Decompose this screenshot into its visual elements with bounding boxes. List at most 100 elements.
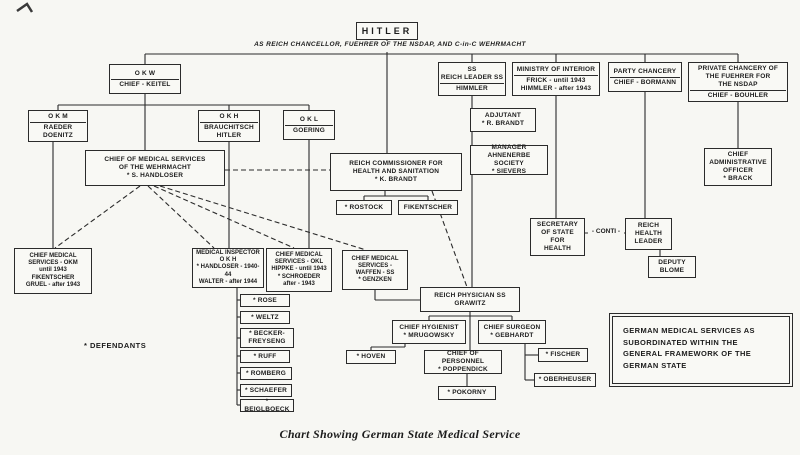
- node-okl: O K L GOERING: [283, 110, 335, 140]
- node-romberg-body: * ROMBERG: [242, 370, 290, 378]
- text-line: GOERING: [292, 126, 326, 134]
- text-line: DEPUTY: [658, 259, 686, 266]
- text-line: GENERAL FRAMEWORK OF THE: [623, 349, 752, 358]
- text-line: WALTER - after 1944: [198, 278, 258, 285]
- text-line: FRICK - until 1943: [526, 76, 586, 84]
- text-line: * BECKER-: [249, 330, 285, 337]
- node-chief-hygienist-body: CHIEF HYGIENIST* MRUGOWSKY: [394, 324, 464, 340]
- text-line: FIKENTSCHER: [403, 203, 453, 211]
- text-line: * SCHROEDER: [277, 273, 321, 280]
- text-line: * POKORNY: [447, 389, 487, 396]
- node-fikentscher-body: FIKENTSCHER: [400, 204, 456, 212]
- text-line: until 1943: [39, 267, 67, 274]
- text-line: * ROMBERG: [245, 369, 287, 377]
- text-line: AHNENERBE SOCIETY: [487, 152, 531, 167]
- text-line: * OBERHEUSER: [538, 376, 592, 383]
- node-chief-personnel-body: CHIEF OF PERSONNEL* POPPENDICK: [426, 350, 500, 374]
- text-line: * SIEVERS: [491, 168, 527, 175]
- text-line: THE FUEHRER FOR: [705, 72, 771, 80]
- text-line: MEDICAL INSPECTOR: [196, 250, 260, 256]
- node-chief-surgeon: CHIEF SURGEON* GEBHARDT: [478, 320, 546, 344]
- node-fischer: * FISCHER: [538, 348, 588, 362]
- node-oberheuser-body: * OBERHEUSER: [536, 376, 594, 384]
- text-line: SERVICES - OKM: [28, 260, 78, 267]
- text-line: HEALTH AND SANITATION: [352, 168, 440, 175]
- node-fischer-body: * FISCHER: [540, 351, 586, 359]
- text-line: PRIVATE CHANCERY OF: [697, 64, 779, 72]
- text-line: * R. BRANDT: [481, 120, 525, 127]
- text-line: FOR: [550, 237, 565, 244]
- text-line: after - 1943: [283, 280, 315, 287]
- text-line: MANAGER: [491, 144, 527, 151]
- text-line: RAEDER: [43, 123, 73, 131]
- text-line: REICH LEADER SS: [440, 73, 504, 81]
- node-schaefer: * SCHAEFER: [240, 384, 292, 397]
- node-private-chancery-body: CHIEF - BOUHLER: [690, 92, 786, 100]
- text-line: * S. HANDLOSER: [126, 172, 184, 179]
- node-beiglboeck: * BEIGLBOECK: [240, 398, 294, 414]
- node-hoven-body: * HOVEN: [348, 353, 394, 361]
- text-line: O K H: [219, 257, 237, 264]
- text-line: GERMAN STATE: [623, 360, 687, 370]
- node-adjutant: ADJUTANT* R. BRANDT: [470, 108, 536, 132]
- node-weltz-body: * WELTZ: [242, 314, 288, 322]
- text-line: FREYSENG: [248, 338, 286, 345]
- text-line: DOENITZ: [43, 131, 73, 139]
- node-party-chancery: PARTY CHANCERY CHIEF - BORMANN: [608, 62, 682, 92]
- text-line: GERMAN MEDICAL SERVICES AS: [623, 326, 755, 335]
- node-chief-surgeon-body: CHIEF SURGEON* GEBHARDT: [480, 324, 544, 340]
- text-line: REICH: [637, 222, 660, 229]
- text-line: HITLER: [216, 131, 242, 139]
- text-line: LEADER: [634, 238, 663, 245]
- conti-label: - CONTI -: [588, 228, 624, 237]
- text-line: * BRACK: [723, 175, 753, 182]
- node-ruff-body: * RUFF: [242, 353, 288, 361]
- text-line: * ROSE: [253, 296, 277, 304]
- text-line: * SCHAEFER: [244, 386, 288, 394]
- chart-caption: Chart Showing German State Medical Servi…: [279, 427, 521, 441]
- node-beiglboeck-body: * BEIGLBOECK: [242, 398, 292, 414]
- solid-connectors: [52, 40, 739, 406]
- node-hitler: HITLER: [356, 22, 418, 40]
- text-line: BRAUCHITSCH: [204, 123, 254, 131]
- text-line: * ROSTOCK: [344, 203, 384, 211]
- text-line: * GENZKEN: [358, 277, 392, 284]
- text-line: HIPPKE - until 1943: [271, 266, 327, 273]
- node-okw: O K W CHIEF - KEITEL: [109, 64, 181, 94]
- node-pokorny: * POKORNY: [438, 386, 496, 400]
- node-hitler-label: HITLER: [361, 26, 413, 36]
- node-adjutant-body: ADJUTANT* R. BRANDT: [472, 112, 534, 128]
- defendants-legend: * DEFENDANTS: [84, 341, 147, 350]
- node-fikentscher: FIKENTSCHER: [398, 200, 458, 215]
- text-line: CHIEF MEDICAL: [351, 255, 399, 262]
- text-line: * WELTZ: [251, 313, 279, 321]
- text-line: REICH COMMISSIONER FOR: [349, 160, 443, 167]
